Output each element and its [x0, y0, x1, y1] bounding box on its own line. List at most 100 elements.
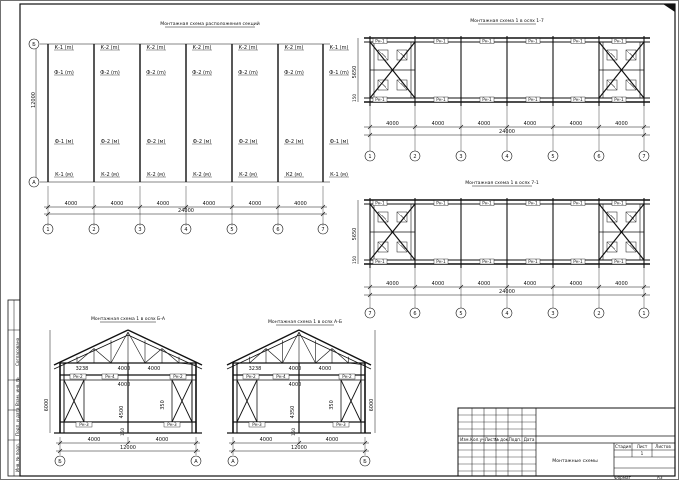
tb-col-doc: № док.: [494, 437, 509, 442]
sec1-rn-tag-bottom: Рн-1: [528, 97, 538, 102]
sec4-title: Монтажная схема 1 в осях А-Б: [268, 319, 342, 325]
sec1-node-plate: [625, 49, 637, 61]
sec1-node-plate: [625, 79, 637, 91]
sheet-frame: [19, 3, 676, 477]
sec4-tag-rn3-right-box: [332, 421, 350, 428]
plan-label-bottom: К-1 (м): [330, 172, 348, 178]
plan-axis-label: 7: [321, 227, 324, 233]
sec2-rn-tag-bottom: Рн-1: [614, 259, 624, 264]
plan-axis-label-bubble: [180, 223, 192, 235]
sec4-tag-rn2-left: Рн-2: [246, 374, 256, 379]
sec4-truss-diagonal: [298, 331, 316, 364]
sec1-rn-tag-bottom: Рн-1: [573, 97, 583, 102]
plan-axis-bubble-bottom: [28, 176, 40, 188]
plan-axis-label: 1: [46, 227, 49, 233]
sec1-dim-total: 24000: [499, 129, 515, 135]
plan-element-labels: К-1 (m)Ф-1 (m)Ф-1 (м)К-1 (м)К-2 (m)Ф-2 (…: [54, 45, 349, 178]
sec2-rn-tag-box: [570, 258, 586, 265]
sec2-dim-span: 4000: [524, 281, 537, 287]
sec2-dim-span: 4000: [570, 281, 583, 287]
sec1-axis-label-bubble: [455, 150, 467, 162]
sec2-rn-tag-box: [570, 200, 586, 206]
dim-tick: [125, 440, 131, 446]
sec4-tag-rn2-right: Рн-2: [342, 374, 352, 379]
tb-format-label: Формат: [614, 475, 632, 480]
sec2-node-plate: [377, 241, 389, 253]
sec2-node-hatch: [381, 214, 387, 220]
tb-col-izm: Изм.: [460, 437, 470, 442]
sec2-rn-tag-box: [433, 200, 449, 206]
sec4-dim-total: 12000: [291, 445, 307, 451]
plan-label-top: К-2 (m): [285, 45, 304, 51]
dim-tick: [412, 124, 418, 130]
sec1-node-plate: [606, 49, 618, 61]
sec2-rn-tag-bottom: Рн-1: [573, 259, 583, 264]
sec2-dim-span: 4000: [386, 281, 399, 287]
sec3-height-b: 350: [160, 400, 166, 410]
sec1-node-hatch: [606, 79, 618, 91]
dim-tick: [137, 204, 143, 210]
plan-axis-label-bubble: [42, 223, 54, 235]
sec4-tag-rn3-right: Рн-3: [336, 422, 346, 427]
sec2-rn-tag-box: [479, 200, 495, 206]
sec1-axis-label-bubble: [364, 150, 376, 162]
sec2-rn-tag-bottom: Рн-1: [375, 259, 385, 264]
sec4-tag-rn2-left-box: [242, 373, 260, 380]
sec1-node-plate: [396, 79, 408, 91]
plan-label-bottom: К-2 (м): [101, 172, 119, 178]
sec1-axis-label: 4: [505, 154, 508, 160]
sec1-node-hatch: [377, 79, 389, 91]
sec2-node-plate: [377, 211, 389, 223]
sec3-axis-right: А: [194, 459, 198, 465]
plan-axis-label-bubble: [226, 223, 238, 235]
sec3-truss-diagonal: [76, 348, 95, 364]
sec3-tag-rn3-right: Рн-3: [167, 422, 177, 427]
plan-label-upper: Ф-1 (m): [54, 70, 74, 76]
dim-tick: [275, 204, 281, 210]
sec2-axis-label-bubble: [547, 307, 559, 319]
sec2-rn-tag-top: Рн-1: [573, 201, 583, 206]
plan-axis-label-bubble: [134, 223, 146, 235]
plan-label-upper: Ф-2 (m): [284, 70, 304, 76]
sec3-rafter-right: [127, 329, 203, 366]
sec1-rn-tag-top: Рн-1: [375, 39, 385, 44]
plan-label-top: К-2 (m): [101, 45, 120, 51]
dim-tick: [458, 284, 464, 290]
sec3-truss-diagonal: [127, 331, 146, 364]
dim-tick: [183, 204, 189, 210]
sec1-node-plate: [606, 79, 618, 91]
sec1-axis-label: 3: [459, 154, 462, 160]
dim-tick: [230, 448, 236, 454]
sec4-truss-diagonal: [265, 348, 283, 364]
sec3-bay-brace: [63, 379, 85, 423]
sec3-axis-right-bubble: [190, 455, 202, 467]
sec4-tag-rn3-left: Рн-3: [252, 422, 262, 427]
plan-columns: [47, 44, 324, 182]
sec4-truss-diagonal: [331, 348, 349, 364]
plan-label-lower: Ф-2 (м): [147, 139, 166, 145]
plan-dim-vertical: 12000: [31, 92, 37, 108]
sec4-truss-diagonal: [315, 348, 333, 364]
sec2-node-plate: [396, 211, 408, 223]
sec3-truss-diagonal: [93, 348, 112, 364]
sec1-rn-tag-box: [611, 38, 627, 44]
plan-label-lower: Ф-1 (м): [330, 139, 349, 145]
sec2-node-hatch: [396, 241, 408, 253]
sec2-rn-tag-box: [433, 258, 449, 265]
sec4-truss-diagonal: [348, 362, 366, 366]
sec2-node-hatch: [606, 211, 618, 223]
sec3-dim-half-2: 4000: [156, 437, 169, 443]
sec1-dim-span: 4000: [615, 121, 628, 127]
sec1-node-hatch: [377, 49, 389, 61]
sec1-dim-span: 4000: [570, 121, 583, 127]
sec2-axis-label-bubble: [638, 307, 650, 319]
sec2-dim-span: 4000: [615, 281, 628, 287]
sec1-rn-tag-top: Рн-1: [614, 39, 624, 44]
sec4-truss-diagonal: [249, 348, 267, 364]
sec1-dim-span: 4000: [478, 121, 491, 127]
sec2-rn-tag-box: [525, 200, 541, 206]
